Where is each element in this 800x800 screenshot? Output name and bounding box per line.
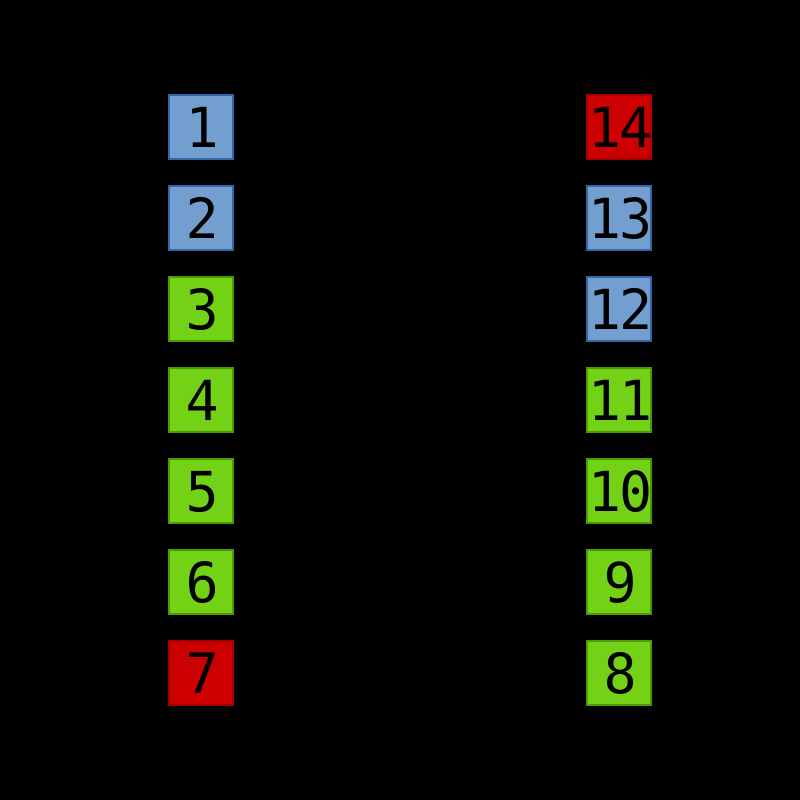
pin-number-label: 10 [587, 459, 652, 524]
right-pin-column: 14 13 12 11 10 9 8 [586, 94, 652, 706]
pin-number-label: 5 [185, 459, 218, 524]
pin-14-square: 14 [586, 94, 652, 160]
pin-6-square: 6 [168, 549, 234, 615]
pin-1-square: 1 [168, 94, 234, 160]
pin-9-square: 9 [586, 549, 652, 615]
pin-8-square: 8 [586, 640, 652, 706]
pin-number-label: 7 [185, 641, 218, 706]
pin-13-square: 13 [586, 185, 652, 251]
left-pin-column: 1 2 3 4 5 6 7 [168, 94, 234, 706]
pin-5-square: 5 [168, 458, 234, 524]
pin-4-square: 4 [168, 367, 234, 433]
pin-number-label: 9 [603, 550, 636, 615]
pin-number-label: 14 [587, 95, 652, 160]
pin-number-label: 6 [185, 550, 218, 615]
pin-11-square: 11 [586, 367, 652, 433]
pin-number-label: 12 [587, 277, 652, 342]
pin-number-label: 1 [185, 95, 218, 160]
pin-10-square: 10 [586, 458, 652, 524]
pin-number-label: 8 [603, 641, 636, 706]
pin-7-square: 7 [168, 640, 234, 706]
pin-number-label: 13 [587, 186, 652, 251]
pin-3-square: 3 [168, 276, 234, 342]
pin-12-square: 12 [586, 276, 652, 342]
pin-2-square: 2 [168, 185, 234, 251]
pin-number-label: 3 [185, 277, 218, 342]
pin-number-label: 11 [587, 368, 652, 433]
pin-number-label: 2 [185, 186, 218, 251]
pin-number-label: 4 [185, 368, 218, 433]
